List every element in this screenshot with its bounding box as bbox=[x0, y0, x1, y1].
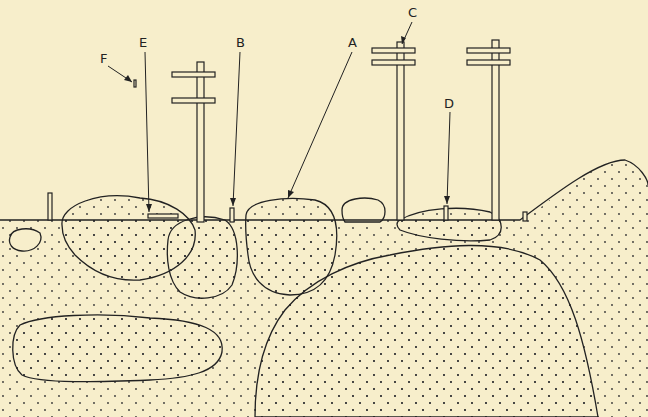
measuring-rods bbox=[48, 40, 527, 222]
callout-letter: B bbox=[236, 36, 245, 50]
callout-letter: C bbox=[408, 6, 417, 20]
callout-letter: A bbox=[348, 36, 357, 50]
callout-letter: E bbox=[139, 36, 147, 50]
callout-letter: D bbox=[444, 97, 454, 111]
ground-line bbox=[0, 160, 648, 220]
soil-fill bbox=[0, 160, 648, 417]
callout-letter: F bbox=[100, 52, 107, 66]
rocks bbox=[10, 196, 599, 417]
leader-lines bbox=[108, 22, 450, 212]
arrowheads bbox=[124, 36, 450, 212]
